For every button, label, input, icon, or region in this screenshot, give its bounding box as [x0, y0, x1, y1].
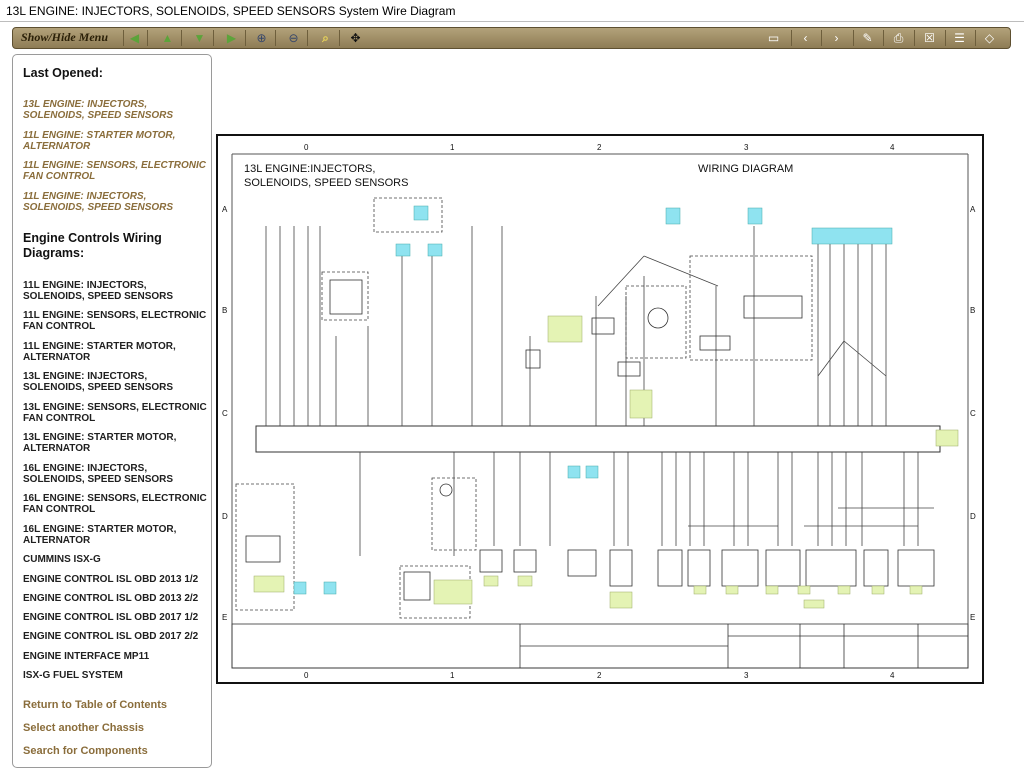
- next-page-icon[interactable]: ›: [834, 31, 839, 45]
- toolbar-separator: [853, 30, 854, 46]
- diagram-link[interactable]: ENGINE INTERFACE MP11: [23, 651, 150, 662]
- diagram-link[interactable]: 11L ENGINE: SENSORS, ELECTRONIC FAN CONT…: [23, 310, 207, 332]
- return-to-contents-link[interactable]: Return to Table of Contents: [23, 699, 168, 711]
- highlight-icon[interactable]: ✎: [862, 31, 873, 45]
- diagram-link[interactable]: 11L ENGINE: INJECTORS, SOLENOIDS, SPEED …: [23, 280, 174, 302]
- arrow-down-icon[interactable]: ▼: [193, 31, 206, 45]
- diagram-link[interactable]: 16L ENGINE: INJECTORS, SOLENOIDS, SPEED …: [23, 463, 174, 485]
- window-title: 13L ENGINE: INJECTORS, SOLENOIDS, SPEED …: [0, 0, 1024, 22]
- toolbar-separator: [975, 30, 976, 46]
- help-icon[interactable]: ◇: [984, 31, 995, 45]
- fit-page-icon[interactable]: ▭: [767, 31, 780, 45]
- toolbar-separator: [213, 30, 214, 46]
- engine-controls-heading: Engine Controls Wiring Diagrams:: [23, 231, 162, 260]
- row-marker: C: [970, 409, 976, 418]
- show-hide-menu-button[interactable]: Show/Hide Menu: [21, 30, 109, 44]
- column-marker: 1: [450, 143, 455, 152]
- column-ruler: [218, 136, 982, 154]
- search-icon[interactable]: ⌕: [322, 31, 329, 45]
- arrow-up-icon[interactable]: ▲: [161, 31, 174, 45]
- wiring-diagram-canvas: 0 1 2 3 4 0 1 2 3 4 A B C D E A B C D E …: [218, 136, 982, 680]
- column-marker: 4: [890, 143, 895, 152]
- row-marker: D: [222, 512, 228, 521]
- column-marker: 2: [597, 671, 602, 680]
- toolbar-separator: [245, 30, 246, 46]
- search-components-link[interactable]: Search for Components: [23, 745, 148, 757]
- diagram-link[interactable]: 11L ENGINE: STARTER MOTOR, ALTERNATOR: [23, 341, 176, 363]
- toolbar: Show/Hide Menu ◀ ▲ ▼ ▶ ⊕ ⊖ ⌕ ✥ ▭ ‹ › ✎ ⎙…: [12, 27, 1011, 49]
- toolbar-separator: [123, 30, 124, 46]
- lower-labels: [253, 575, 923, 609]
- diagram-link[interactable]: 13L ENGINE: STARTER MOTOR, ALTERNATOR: [23, 432, 177, 454]
- toolbar-separator: [307, 30, 308, 46]
- recent-link[interactable]: 11L ENGINE: INJECTORS, SOLENOIDS, SPEED …: [23, 191, 174, 213]
- diagram-link[interactable]: ENGINE CONTROL ISL OBD 2017 1/2: [23, 612, 199, 623]
- arrow-right-icon[interactable]: ▶: [226, 31, 237, 45]
- diagram-link[interactable]: CUMMINS ISX-G: [23, 554, 101, 565]
- diagram-link[interactable]: ENGINE CONTROL ISL OBD 2013 2/2: [23, 593, 199, 604]
- toolbar-separator: [883, 30, 884, 46]
- toolbar-separator: [945, 30, 946, 46]
- toolbar-separator: [821, 30, 822, 46]
- select-chassis-link[interactable]: Select another Chassis: [23, 722, 145, 734]
- column-marker: 0: [304, 671, 309, 680]
- diagram-link[interactable]: 13L ENGINE: SENSORS, ELECTRONIC FAN CONT…: [23, 402, 207, 424]
- previous-page-icon[interactable]: ‹: [803, 31, 808, 45]
- toolbar-separator: [181, 30, 182, 46]
- diagram-link[interactable]: 13L ENGINE: INJECTORS, SOLENOIDS, SPEED …: [23, 371, 174, 393]
- row-marker: C: [222, 409, 228, 418]
- column-marker: 3: [744, 671, 749, 680]
- diagram-title: 13L ENGINE:INJECTORS,: [244, 163, 375, 175]
- zoom-out-icon[interactable]: ⊖: [288, 31, 299, 45]
- row-marker: D: [970, 512, 976, 521]
- toolbar-separator: [275, 30, 276, 46]
- toolbar-separator: [339, 30, 340, 46]
- diagram-link[interactable]: 16L ENGINE: STARTER MOTOR, ALTERNATOR: [23, 524, 177, 546]
- row-marker: A: [970, 205, 976, 214]
- connector-labels: [395, 205, 959, 447]
- diagram-link[interactable]: ENGINE CONTROL ISL OBD 2017 2/2: [23, 631, 199, 642]
- upper-wires: [265, 226, 887, 426]
- toolbar-separator: [147, 30, 148, 46]
- row-marker: E: [222, 613, 227, 622]
- diagram-link[interactable]: ISX-G FUEL SYSTEM: [23, 670, 123, 681]
- toolbar-separator: [791, 30, 792, 46]
- lower-components: [245, 483, 935, 601]
- row-marker: B: [970, 306, 975, 315]
- diagram-link[interactable]: ENGINE CONTROL ISL OBD 2013 1/2: [23, 574, 199, 585]
- toolbar-separator: [914, 30, 915, 46]
- row-marker: E: [970, 613, 975, 622]
- column-marker: 1: [450, 671, 455, 680]
- print-icon[interactable]: ⎙: [893, 31, 904, 45]
- diagram-title: SOLENOIDS, SPEED SENSORS: [244, 177, 408, 189]
- arrow-left-icon[interactable]: ◀: [129, 31, 140, 45]
- recent-link[interactable]: 11L ENGINE: STARTER MOTOR, ALTERNATOR: [23, 130, 176, 152]
- pan-move-icon[interactable]: ✥: [350, 31, 361, 45]
- recent-link[interactable]: 13L ENGINE: INJECTORS, SOLENOIDS, SPEED …: [23, 99, 174, 121]
- diagram-heading: WIRING DIAGRAM: [698, 163, 793, 175]
- ecu-connector-block: [255, 425, 941, 453]
- row-marker: A: [222, 205, 228, 214]
- lower-wires: [359, 452, 934, 556]
- lower-cyan-labels: [293, 465, 599, 595]
- zoom-in-icon[interactable]: ⊕: [256, 31, 267, 45]
- last-opened-heading: Last Opened:: [23, 66, 103, 80]
- component-outlines: [321, 197, 813, 361]
- contents-icon[interactable]: ☰: [954, 31, 965, 45]
- column-marker: 4: [890, 671, 895, 680]
- column-marker: 0: [304, 143, 309, 152]
- diagram-link[interactable]: 16L ENGINE: SENSORS, ELECTRONIC FAN CONT…: [23, 493, 207, 515]
- row-marker: B: [222, 306, 227, 315]
- recent-link[interactable]: 11L ENGINE: SENSORS, ELECTRONIC FAN CONT…: [23, 160, 206, 182]
- column-marker: 2: [597, 143, 602, 152]
- title-block: [231, 623, 969, 669]
- column-marker: 3: [744, 143, 749, 152]
- top-components: [329, 279, 803, 377]
- close-window-icon[interactable]: ☒: [924, 31, 935, 45]
- sidebar-menu: Last Opened: 13L ENGINE: INJECTORS, SOLE…: [12, 54, 212, 768]
- wiring-diagram[interactable]: 0 1 2 3 4 0 1 2 3 4 A B C D E A B C D E …: [216, 134, 984, 684]
